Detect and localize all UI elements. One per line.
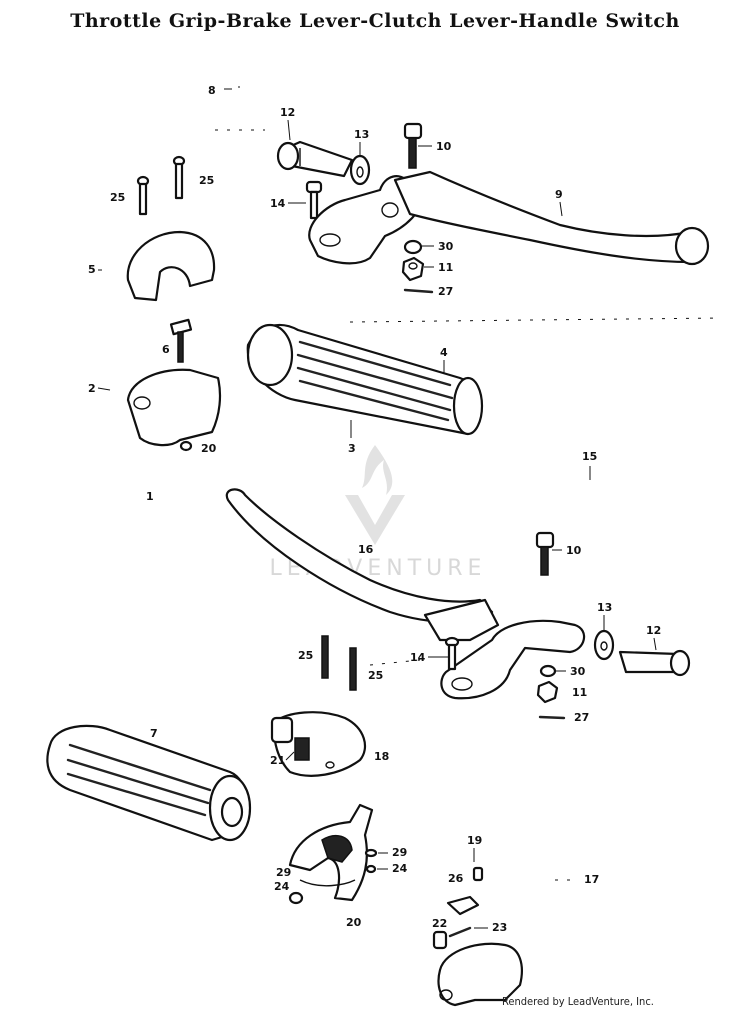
spring-23 [448,926,472,938]
brake-lever-bracket-lower [423,598,586,700]
callout-11-lower: 11 [572,686,587,699]
callout-9: 9 [555,188,563,201]
washer-13-lower [593,629,615,661]
callout-2: 2 [88,382,96,395]
clamp-5 [126,230,216,302]
callout-14-upper: 14 [270,197,286,210]
switch-housing-18 [270,711,367,777]
screw-29 [364,848,378,858]
adjuster-12-upper [276,140,354,178]
callout-26: 26 [448,872,464,885]
credit-text: Rendered by LeadVenture, Inc. [502,995,654,1008]
nut-30-upper [403,239,423,255]
callout-24-left: 24 [274,880,290,893]
washer-13-upper [349,154,371,186]
bolt-10-upper [403,122,423,169]
part-22 [432,930,448,950]
callout-12-upper: 12 [280,106,295,119]
pin-27-lower [538,715,566,720]
part-19 [446,895,480,916]
callout-20-lower: 20 [346,916,362,929]
callout-13-upper: 13 [354,128,369,141]
callout-25-lower-right: 25 [368,669,383,682]
callout-7: 7 [150,727,158,740]
callout-27-lower: 27 [574,711,589,724]
clutch-lever-bracket-upper [308,170,710,266]
callout-14-lower: 14 [410,651,426,664]
screw-24 [365,864,377,874]
callout-29-right: 29 [392,846,407,859]
callout-23: 23 [492,921,507,934]
callout-30-upper: 30 [438,240,454,253]
callout-4: 4 [440,346,448,359]
callout-17: 17 [584,873,599,886]
nut-11-upper [401,256,425,282]
page-title: Throttle Grip-Brake Lever-Clutch Lever-H… [70,10,680,32]
callout-10-upper: 10 [436,140,452,153]
callout-19: 19 [467,834,482,847]
nut-30-lower [539,664,557,678]
switch-body-17 [437,942,523,1007]
throttle-grip-3 [246,323,484,436]
nut-11-lower [536,680,559,704]
throttle-housing-2 [126,368,222,447]
switch-bracket-20 [288,803,374,905]
callout-25-lower-left: 25 [298,649,313,662]
callout-6: 6 [162,343,170,356]
bolt-14-upper [305,180,323,220]
callout-25-upper-right: 25 [199,174,214,187]
callout-22: 22 [432,917,447,930]
screw-25-upper-right [172,155,186,200]
screw-25-lower-left [321,635,329,679]
screw-25-lower-right [349,647,357,691]
left-grip-7 [46,724,252,842]
callout-24-right: 24 [392,862,408,875]
part-26 [472,866,484,882]
callout-3: 3 [348,442,356,455]
callout-27-upper: 27 [438,285,453,298]
bolt-14-lower [444,636,460,671]
callout-29-left: 29 [276,866,291,879]
callout-25-upper-left: 25 [110,191,125,204]
callout-30-lower: 30 [570,665,586,678]
callout-15: 15 [582,450,597,463]
watermark-logo [345,445,405,545]
pin-27-upper [403,288,434,294]
callout-12-lower: 12 [646,624,661,637]
adjuster-12-lower [618,649,691,677]
screw-20-upper [179,440,193,452]
callout-18: 18 [374,750,389,763]
callout-8: 8 [208,84,216,97]
screw-25-upper-left [136,175,150,216]
callout-11-upper: 11 [438,261,453,274]
part-6 [169,318,193,363]
callout-10-lower: 10 [566,544,582,557]
callout-5: 5 [88,263,96,276]
callout-16: 16 [358,543,374,556]
callout-1: 1 [146,490,154,503]
callout-21: 21 [270,754,285,767]
bolt-10-lower [535,531,555,576]
callout-13-lower: 13 [597,601,612,614]
callout-20-upper: 20 [201,442,217,455]
